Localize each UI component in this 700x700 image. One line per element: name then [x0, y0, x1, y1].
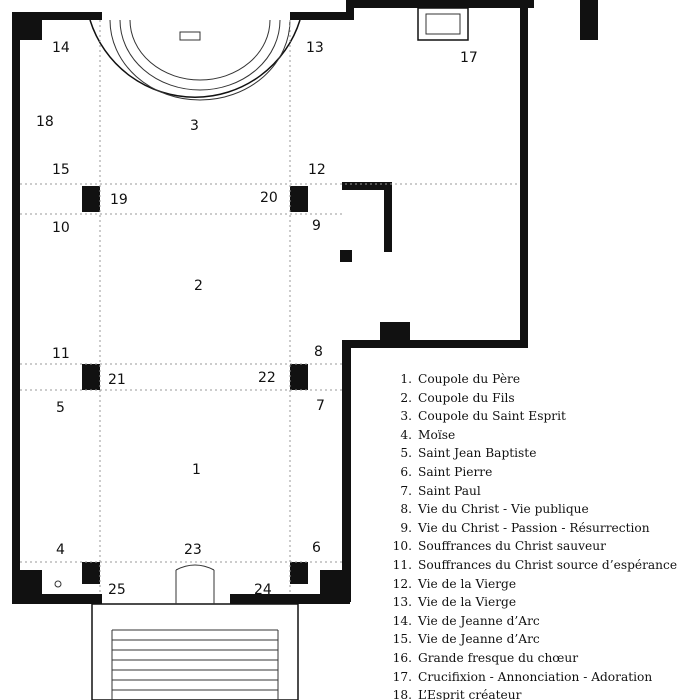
- legend-item-number: 3.: [400, 409, 412, 424]
- plan-label: 15: [52, 162, 70, 178]
- legend-item-text: Moïse: [418, 427, 456, 442]
- legend-item: 16. Grande fresque du chœur: [378, 649, 700, 668]
- legend-item-text: Vie de Jeanne d’Arc: [418, 613, 540, 628]
- legend-item: 13. Vie de la Vierge: [378, 593, 700, 612]
- legend-item: 15. Vie de Jeanne d’Arc: [378, 630, 700, 649]
- legend-item-number: 10.: [392, 539, 412, 554]
- legend-item-number: 15.: [392, 632, 412, 647]
- legend-item-number: 6.: [400, 464, 412, 479]
- legend-item-text: Vie de la Vierge: [418, 576, 517, 591]
- legend-item: 11. Souffrances du Christ source d’espéra…: [378, 556, 700, 575]
- legend-item-text: Crucifixion - Annonciation - Adoration: [418, 669, 653, 684]
- legend-item: 17. Crucifixion - Annonciation - Adoratio…: [378, 668, 700, 687]
- legend: 1. Coupole du Père 2. Coupole du Fils 3. Coup…: [378, 370, 700, 700]
- legend-item-number: 16.: [392, 650, 412, 665]
- legend-item-text: Coupole du Fils: [418, 390, 515, 405]
- legend-item: 2. Coupole du Fils: [378, 389, 700, 408]
- plan-label: 1: [192, 462, 201, 478]
- plan-label: 3: [190, 118, 199, 134]
- legend-item-number: 8.: [400, 502, 412, 517]
- plan-label: 23: [184, 542, 202, 558]
- legend-item-number: 12.: [392, 576, 412, 591]
- plan-label: 4: [56, 542, 65, 558]
- plan-number-labels: 14 13 17 18 3 15 12 19 20 10 9 2 11 8 21…: [36, 40, 478, 598]
- legend-item: 18. L’Esprit créateur: [378, 686, 700, 700]
- legend-item-text: Vie du Christ - Vie publique: [418, 502, 589, 517]
- legend-item-text: Vie de la Vierge: [418, 595, 517, 610]
- legend-item: 7. Saint Paul: [378, 482, 700, 501]
- plan-label: 11: [52, 346, 70, 362]
- plan-label: 7: [316, 398, 325, 414]
- plan-label: 25: [108, 582, 126, 598]
- legend-item-number: 13.: [392, 595, 412, 610]
- plan-label: 2: [194, 278, 203, 294]
- plan-label: 17: [460, 50, 478, 66]
- legend-item: 5. Saint Jean Baptiste: [378, 444, 700, 463]
- plan-label: 21: [108, 372, 126, 388]
- legend-item: 3. Coupole du Saint Esprit: [378, 407, 700, 426]
- legend-item-number: 9.: [400, 520, 412, 535]
- plan-label: 19: [110, 192, 128, 208]
- legend-item-text: Saint Jean Baptiste: [418, 446, 537, 461]
- plan-label: 20: [260, 190, 278, 206]
- plan-label: 22: [258, 370, 276, 386]
- legend-item: 8. Vie du Christ - Vie publique: [378, 500, 700, 519]
- legend-item-number: 7.: [400, 483, 412, 498]
- legend-item: 14. Vie de Jeanne d’Arc: [378, 612, 700, 631]
- altar: [417, 7, 469, 41]
- legend-item: 10. Souffrances du Christ sauveur: [378, 537, 700, 556]
- grid-lines: [20, 20, 520, 594]
- legend-item-number: 17.: [392, 669, 412, 684]
- walls: [12, 0, 598, 604]
- plan-label: 5: [56, 400, 65, 416]
- legend-item: 1. Coupole du Père: [378, 370, 700, 389]
- legend-item-text: Souffrances du Christ source d’espérance: [418, 557, 678, 572]
- legend-item: 4. Moïse: [378, 426, 700, 445]
- legend-item-text: Grande fresque du chœur: [418, 650, 579, 665]
- legend-item: 9. Vie du Christ - Passion - Résurrection: [378, 519, 700, 538]
- legend-item-text: Coupole du Saint Esprit: [418, 409, 566, 424]
- plan-label: 14: [52, 40, 70, 56]
- legend-item-text: L’Esprit créateur: [418, 688, 522, 700]
- plan-label: 9: [312, 218, 321, 234]
- legend-item-number: 18.: [392, 688, 412, 700]
- legend-item-text: Saint Paul: [418, 483, 481, 498]
- legend-item-text: Souffrances du Christ sauveur: [418, 539, 606, 554]
- legend-item-number: 5.: [400, 446, 412, 461]
- plan-label: 8: [314, 344, 323, 360]
- legend-list: 1. Coupole du Père 2. Coupole du Fils 3. Coup…: [378, 370, 700, 700]
- plan-label: 13: [306, 40, 324, 56]
- legend-item: 6. Saint Pierre: [378, 463, 700, 482]
- legend-item-number: 14.: [392, 613, 412, 628]
- plan-label: 24: [254, 582, 272, 598]
- plan-label: 6: [312, 540, 321, 556]
- legend-item-text: Coupole du Père: [418, 372, 521, 386]
- legend-item-number: 4.: [400, 427, 412, 442]
- legend-item-number: 2.: [400, 390, 412, 405]
- legend-item-text: Saint Pierre: [418, 464, 493, 479]
- plan-label: 12: [308, 162, 326, 178]
- plan-label: 18: [36, 114, 54, 130]
- legend-item: 12. Vie de la Vierge: [378, 575, 700, 594]
- entrance-steps: [54, 564, 299, 700]
- legend-item-text: Vie de Jeanne d’Arc: [418, 632, 540, 647]
- legend-item-number: 11.: [392, 557, 412, 572]
- plan-label: 10: [52, 220, 70, 236]
- apse: [89, 19, 301, 101]
- legend-item-number: 1.: [400, 372, 412, 386]
- legend-item-text: Vie du Christ - Passion - Résurrection: [418, 520, 650, 535]
